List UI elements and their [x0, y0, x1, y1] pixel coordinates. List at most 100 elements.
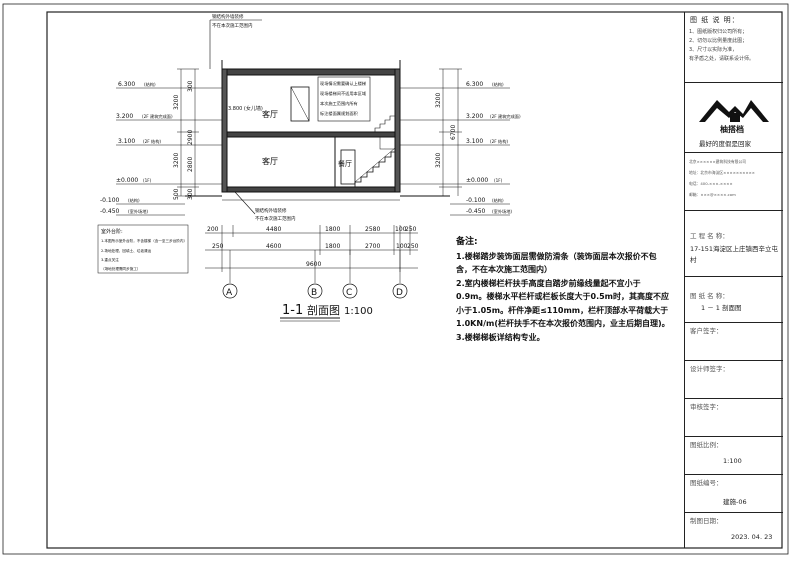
right-dim-1: 3200 — [435, 93, 442, 108]
hdim-1-2: 4480 — [266, 226, 281, 233]
title-notes-header: 图 纸 说 明： — [690, 16, 740, 24]
elev-left-1: 6.300 — [118, 81, 135, 88]
elev-left-5: -0.100 — [100, 197, 120, 204]
slogan: 最好的度假是回家 — [699, 140, 751, 148]
notes-block: 备注: 1.楼梯踏步装饰面层需做防滑条（装饰面层本次报价不包含，不在本次施工范围… — [456, 236, 670, 344]
horizontal-dimensions — [205, 225, 418, 283]
inner-elevation-label: 3.800 (女儿墙) — [228, 105, 263, 112]
grid-label-d: D — [396, 288, 403, 298]
drawing-name-value: 1 － 1 剖面图 — [701, 304, 742, 312]
company-cell: 北京××××××建筑科技有限公司 地址：北京市海淀区×××××××××× 电话：… — [685, 152, 783, 211]
client-signature-cell: 客户签字： — [685, 322, 783, 361]
left-dim-b-3: 2800 — [187, 157, 194, 172]
mid-note-1: 钢结构外墙装修 — [255, 207, 287, 214]
room-label-upper: 客厅 — [262, 109, 278, 119]
left-wall — [221, 68, 228, 193]
left-note-1: 1.本图所示室外台阶，不含楼梯（含一至三步台阶内） — [101, 238, 187, 243]
drawing-number-value: 建施-06 — [723, 498, 747, 506]
left-note-4: （场地处理需同步施工） — [101, 266, 141, 271]
elev-right-5: -0.100 — [466, 197, 486, 204]
hdim-1-1: 200 — [207, 226, 219, 233]
right-wall — [394, 68, 401, 193]
outer-border — [2, 3, 789, 555]
elev-left-2-note: (2F 建筑完成面) — [142, 113, 173, 120]
grid-bubble-c — [342, 283, 358, 299]
stair-landing — [379, 136, 396, 150]
logo-mark: 柚搭档 — [699, 100, 769, 134]
drawing-name-cell: 图 纸 名 称： 1 － 1 剖面图 — [685, 276, 783, 323]
right-dimension-chain — [439, 68, 462, 196]
left-dim-1: 3200 — [173, 95, 180, 110]
elev-left-4: ±0.000 — [116, 177, 138, 184]
upper-stairs — [374, 115, 395, 132]
room-label-dining: 餐厅 — [338, 159, 352, 168]
left-elevations: 6.300 (结构) 3.200 (2F 建筑完成面) 3.100 (2F 结构… — [100, 81, 222, 216]
hdim-2-3: 2700 — [365, 243, 380, 250]
designer-signature-cell: 设计师签字： — [685, 360, 783, 399]
elev-right-5-note: (结构) — [492, 197, 504, 204]
upper-door — [290, 86, 310, 122]
reviewer-signature-cell: 审核签字： — [685, 398, 783, 437]
title-note-1: 1、图纸版权归公司所有； — [689, 29, 748, 35]
grid-label-a: A — [226, 288, 233, 298]
stair-rail — [354, 147, 396, 183]
left-dim-b-1: 300 — [187, 80, 194, 92]
title-notes-cell: 图 纸 说 明： 1、图纸版权归公司所有； 2、切勿以比例量度此图； 3、尺寸以… — [685, 12, 783, 83]
elev-right-3: 3.100 — [466, 138, 483, 145]
note-1: 1.楼梯踏步装饰面层需做防滑条（装饰面层本次报价不包含，不在本次施工范围内） — [456, 251, 657, 275]
elev-left-6-note: (室外场地) — [128, 208, 148, 215]
designer-signature-label: 设计师签字： — [690, 365, 729, 373]
elev-left-2: 3.200 — [116, 113, 133, 120]
grid-bubble-a — [222, 283, 238, 299]
mid-note-2: 不在本次施工范围内 — [255, 215, 296, 222]
left-notes-box — [97, 224, 189, 274]
hdim-3-1: 250 — [212, 243, 224, 250]
grid-label-c: C — [346, 288, 352, 298]
project-name: 17-151海淀区上庄镇西辛立屯村 — [690, 245, 779, 264]
title-note-3: 3、尺寸以实际为准， — [689, 47, 738, 53]
right-elevations: 6.300 (结构) 3.200 (2F 建筑完成面) 3.100 (2F 结构… — [400, 81, 521, 216]
client-signature-label: 客户签字： — [690, 327, 723, 335]
dining-door — [340, 149, 356, 185]
room-label-lower: 客厅 — [262, 156, 278, 166]
left-dim-2: 3200 — [173, 153, 180, 168]
building-section — [185, 60, 450, 201]
note-3: 3.楼梯梯板详结构专业。 — [456, 332, 545, 342]
date-value: 2023. 04. 23 — [731, 533, 773, 541]
left-note-3: 3.重点关注 — [101, 257, 119, 262]
elev-left-1-note: (结构) — [144, 81, 156, 88]
ground-slab — [221, 186, 401, 193]
note-2: 2.室内楼梯栏杆扶手高度自踏步前缘线量起不宜小于0.9m。楼梯水平栏杆或栏板长度… — [456, 278, 670, 329]
hdim-1-3: 1800 — [325, 226, 340, 233]
door-swing — [290, 86, 310, 122]
left-notes-title: 室外台阶: — [101, 228, 123, 235]
drawing-name-label: 图 纸 名 称： — [690, 292, 729, 300]
hdim-1-5: 100 — [395, 226, 407, 233]
section-title-scale: 1:100 — [344, 306, 373, 317]
top-note-1: 钢结构外墙装修 — [212, 13, 244, 20]
project-cell: 工 程 名 称： 17-151海淀区上庄镇西辛立屯村 — [685, 210, 783, 277]
logo-house — [730, 113, 740, 122]
right-dim-3: 6700 — [450, 125, 457, 140]
elev-left-4-note: (1F) — [143, 178, 152, 183]
scale-label: 图纸比例： — [690, 441, 723, 449]
roof-slab — [221, 68, 401, 76]
elev-right-4-note: (1F) — [494, 178, 503, 183]
drawing-number-label: 图纸编号： — [690, 479, 723, 487]
elev-left-6: -0.450 — [100, 208, 120, 215]
hdim-2-4: 100 — [396, 243, 408, 250]
section-title-text: 剖面图 — [307, 303, 340, 317]
scale-cell: 图纸比例： 1:100 — [685, 436, 783, 475]
mid-note-leader — [234, 191, 256, 215]
hdim-1-4: 2580 — [365, 226, 380, 233]
elev-right-6-note: (室外场地) — [492, 208, 512, 215]
left-dimension-chain — [177, 68, 199, 197]
right-dim-2: 3200 — [435, 153, 442, 168]
elev-right-1-note: (结构) — [492, 81, 504, 88]
hdim-1-6: 250 — [405, 226, 417, 233]
elev-right-3-note: (2F 结构) — [490, 138, 508, 145]
elev-right-6: -0.450 — [466, 208, 486, 215]
logo-mountains — [699, 100, 769, 122]
